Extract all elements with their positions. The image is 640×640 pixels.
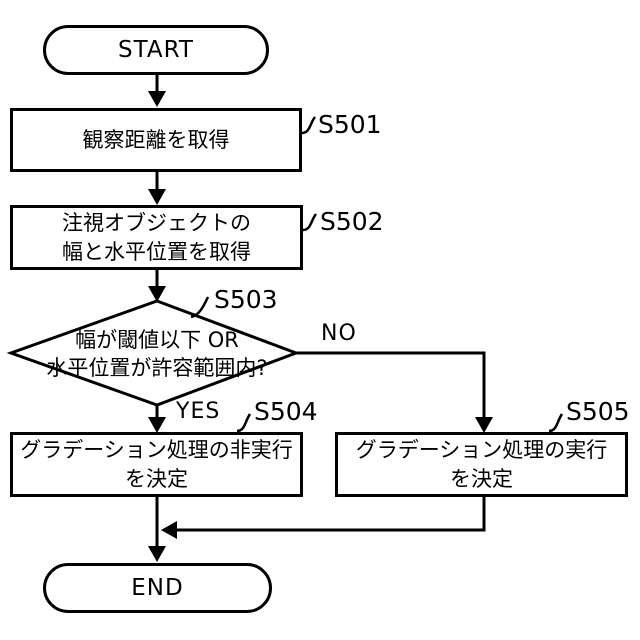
process-s505: グラデーション処理の実行 を決定 (335, 432, 628, 497)
arrowhead-s503-s504 (148, 417, 166, 433)
arrowhead-s504-end (148, 546, 166, 562)
arrowhead-start-s501 (148, 91, 166, 107)
label-connector-s501 (301, 116, 317, 135)
process-s504-text-line1: グラデーション処理の非実行 (20, 437, 293, 462)
branch-label-yes: YES (176, 399, 221, 424)
step-label-s503: S503 (214, 285, 278, 314)
decision-s503: 幅が閾値以下 OR 水平位置が許容範囲内? (17, 326, 297, 382)
process-s504-text-line2: を決定 (125, 466, 188, 491)
process-s505-text-line1: グラデーション処理の実行 (355, 437, 608, 462)
label-connector-s502 (302, 213, 318, 232)
branch-label-no: NO (321, 321, 357, 346)
step-label-s501: S501 (318, 110, 382, 139)
end-label: END (131, 574, 184, 601)
process-s502-text-line1: 注視オブジェクトの (62, 210, 251, 235)
end-terminal: END (43, 563, 272, 613)
edge-s505-merge (176, 497, 486, 532)
process-s501-text: 観察距離を取得 (82, 127, 230, 152)
label-connector-s505 (548, 413, 564, 433)
decision-s503-text-line2: 水平位置が許容範囲内? (46, 356, 268, 380)
arrowhead-s502-s503 (148, 286, 166, 302)
process-s502-text-line2: 幅と水平位置を取得 (62, 239, 251, 264)
step-label-s504: S504 (254, 397, 318, 426)
decision-s503-text-line1: 幅が閾値以下 OR (75, 328, 239, 352)
start-terminal: START (43, 25, 269, 75)
arrowhead-s503-s505 (475, 417, 493, 433)
process-s504: グラデーション処理の非実行 を決定 (10, 432, 303, 497)
step-label-s502: S502 (320, 207, 384, 236)
step-label-s505: S505 (566, 397, 630, 426)
label-connector-s504 (236, 413, 252, 433)
start-label: START (118, 36, 194, 63)
edge-s503-s505-no (296, 351, 486, 420)
arrowhead-s505-merge (161, 521, 177, 539)
arrowhead-s501-s502 (148, 189, 166, 205)
process-s502: 注視オブジェクトの 幅と水平位置を取得 (10, 205, 303, 270)
process-s501: 観察距離を取得 (10, 108, 302, 172)
label-connector-s503 (190, 296, 210, 319)
process-s505-text-line2: を決定 (450, 466, 513, 491)
